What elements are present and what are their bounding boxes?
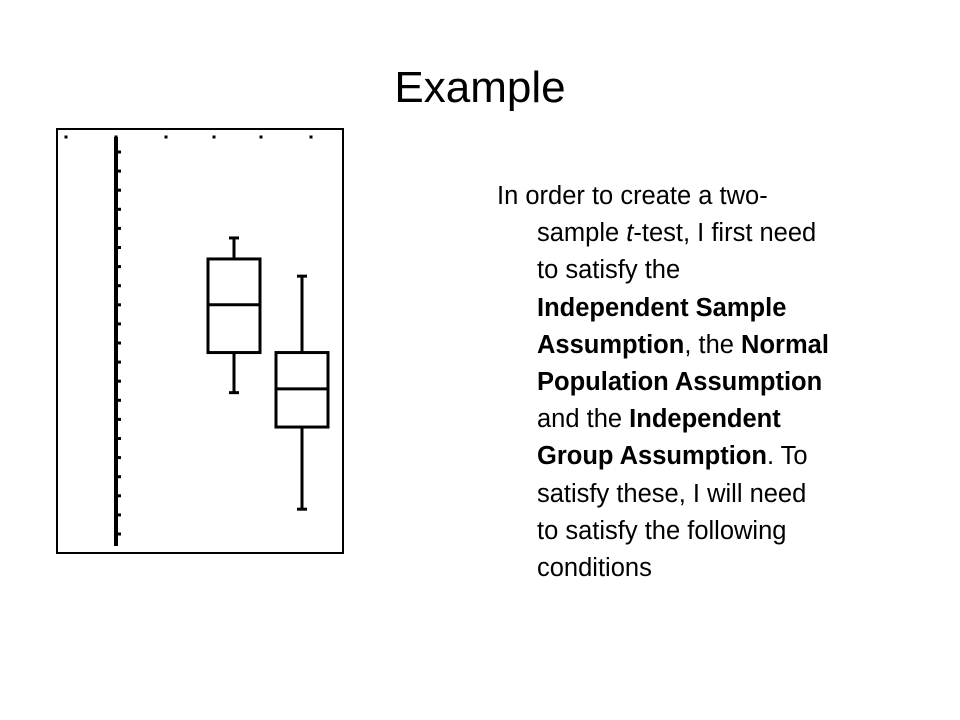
bold-term: Population Assumption [537,368,823,397]
text-run: satisfy these, I will need [537,479,807,508]
bold-term: Normal [741,330,829,359]
text-line: Group Assumption. To [497,438,897,475]
text-line: Population Assumption [497,364,897,401]
y-axis [114,137,121,546]
bold-term: Independent [629,405,781,434]
text-line: and the Independent [497,401,897,438]
slide-title: Example [394,63,566,112]
text-line: to satisfy the following [497,513,897,550]
bold-term: Independent Sample [537,293,787,322]
top-dot [164,135,168,139]
chart-frame [56,128,344,554]
text-line: satisfy these, I will need [497,476,897,513]
top-dot [259,135,263,139]
bold-term: Group Assumption [537,442,767,471]
boxplot-svg [56,128,344,554]
text-run: conditions [537,554,652,583]
text-line: In order to create a two- [497,178,897,215]
body-paragraph: In order to create a two- sample t-test,… [497,178,897,587]
text-line: Assumption, the Normal [497,327,897,364]
text-run: , the [684,330,742,359]
text-run: . To [766,442,808,471]
text-line: sample t-test, I first need [497,215,897,252]
text-run: -test, I first need [633,219,817,248]
top-dot [212,135,216,139]
boxplot-series-2 [274,274,330,511]
text-line: Independent Sample [497,290,897,327]
text-run: to satisfy the following [537,516,787,545]
italic-t: t [626,219,634,248]
boxplot-chart [56,128,344,554]
box-group [206,236,330,511]
text-run: to satisfy the [537,256,681,285]
top-dot [309,135,313,139]
text-run: and the [537,405,630,434]
text-run: In order to create a two- [497,182,768,210]
text-line: conditions [497,550,897,587]
text-run: sample [537,219,627,248]
top-dot [64,135,68,139]
text-line: to satisfy the [497,252,897,289]
boxplot-series-1 [206,236,262,395]
bold-term: Assumption [537,330,685,359]
